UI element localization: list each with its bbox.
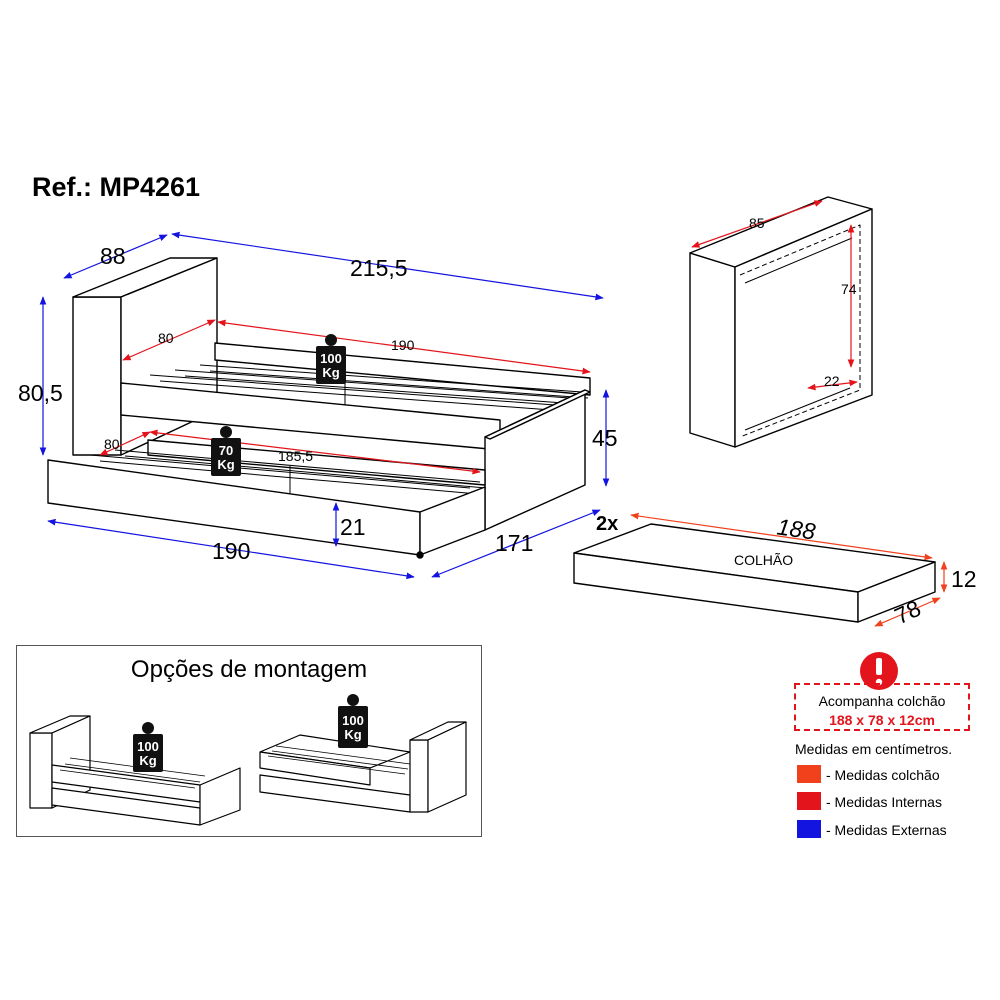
dim-inner-width-lower: 80 xyxy=(104,436,120,452)
dim-lower-depth: 171 xyxy=(495,530,534,556)
main-bed-dimension-lines xyxy=(39,231,610,580)
dim-side-height: 45 xyxy=(592,425,618,451)
dim-depth: 88 xyxy=(100,243,126,269)
legend-swatch-internal xyxy=(797,792,821,810)
mattress-notice: Acompanha colchão 188 x 78 x 12cm xyxy=(794,683,970,731)
weight-icon-option-right xyxy=(338,694,368,748)
dim-headboard-width: 85 xyxy=(749,215,765,231)
dim-headboard-height: 74 xyxy=(841,281,857,297)
dim-height: 80,5 xyxy=(18,380,63,406)
headboard-dimension-lines xyxy=(691,200,858,391)
warning-icon xyxy=(860,652,898,690)
upper-front-rail xyxy=(120,382,501,451)
mattress-dimension-lines xyxy=(630,512,948,627)
trundle-side xyxy=(419,486,486,556)
dim-lower-length: 190 xyxy=(212,538,251,564)
dim-length: 215,5 xyxy=(350,255,408,281)
dim-inner-length-lower: 185,5 xyxy=(278,448,314,464)
dim-inner-length-upper: 190 xyxy=(391,337,415,353)
assembly-options-title: Opções de montagem xyxy=(130,656,368,683)
dim-mattress-height: 12 xyxy=(951,566,977,592)
legend-label-mattress: - Medidas colchão xyxy=(826,767,940,783)
footboard-top xyxy=(484,389,591,440)
notice-line-1: Acompanha colchão xyxy=(818,693,946,709)
notice-line-2: 188 x 78 x 12cm xyxy=(829,712,935,728)
headboard-front xyxy=(72,296,122,456)
option-right-drawing xyxy=(259,721,467,813)
headboard-drawing xyxy=(689,196,873,448)
weight-icon-main-upper xyxy=(316,334,346,384)
reference-code: Ref.: MP4261 xyxy=(32,172,201,202)
legend-title: Medidas em centímetros. xyxy=(795,741,953,757)
footboard-side xyxy=(484,389,586,531)
headboard-front-panel xyxy=(689,252,736,448)
legend-swatch-mattress xyxy=(797,765,821,783)
mattress-drawing xyxy=(573,523,936,623)
assembly-options-panel: Opções de montagem xyxy=(16,645,482,837)
weight-icon-option-left xyxy=(133,722,163,772)
mattress-label: COLHÃO xyxy=(734,552,794,568)
legend-label-internal: - Medidas Internas xyxy=(826,794,942,810)
main-bed-drawing xyxy=(47,257,591,559)
dim-inner-width-upper: 80 xyxy=(158,330,174,346)
dim-mattress-length: 188 xyxy=(775,513,818,545)
legend-label-external: - Medidas Externas xyxy=(826,822,947,838)
weight-icon-main-lower xyxy=(211,426,241,476)
mattress-quantity: 2x xyxy=(596,513,619,535)
legend-swatch-external xyxy=(797,820,821,838)
option-left-drawing xyxy=(29,715,241,826)
dim-drawer-height: 21 xyxy=(340,514,366,540)
dim-headboard-depth: 22 xyxy=(824,373,840,389)
